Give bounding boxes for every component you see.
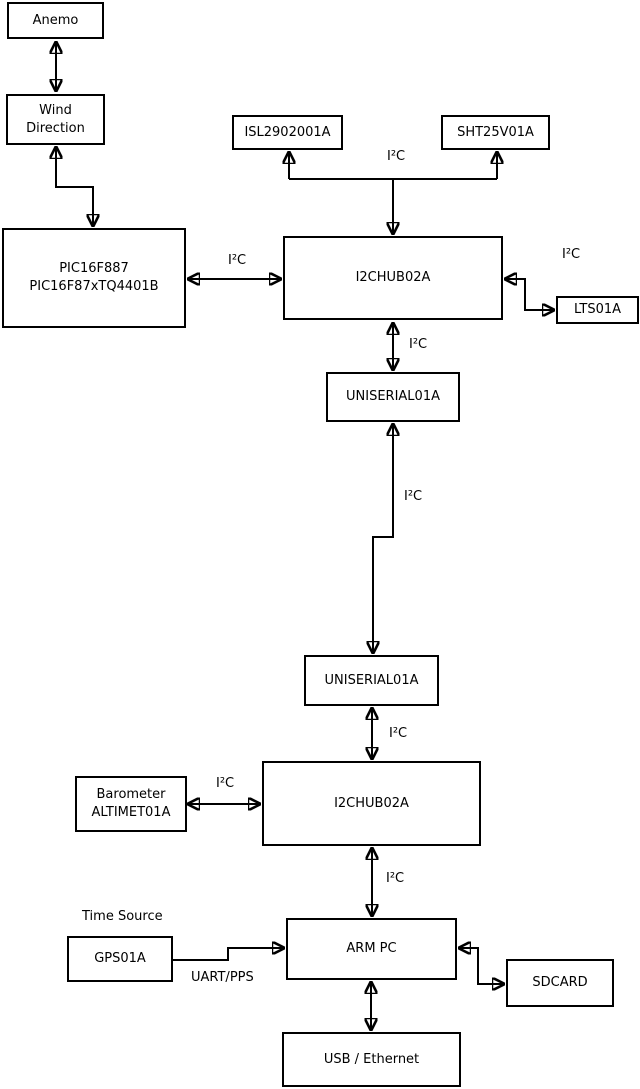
node-barometer-altimet01a-label: Barometer ALTIMET01A: [91, 787, 171, 820]
node-wind-direction: Wind Direction: [6, 94, 105, 145]
node-i2chub02a-bottom-label: I2CHUB02A: [334, 795, 409, 811]
node-sht25v01a-label: SHT25V01A: [457, 124, 534, 140]
label-i2c-hub2-armpc: I²C: [386, 871, 405, 886]
node-uniserial01a-upper: UNISERIAL01A: [326, 372, 460, 422]
label-i2c-baro-hub2: I²C: [216, 776, 235, 791]
edge-gps-armpc: [173, 948, 283, 961]
node-lts01a: LTS01A: [556, 296, 639, 324]
label-i2c-hub-lts: I²C: [562, 247, 581, 262]
node-isl2902001a-label: ISL2902001A: [244, 124, 331, 140]
label-i2c-long-link: I²C: [404, 489, 423, 504]
label-i2c-uniserial-hub2: I²C: [389, 726, 408, 741]
node-i2chub02a-bottom: I2CHUB02A: [262, 761, 481, 846]
node-barometer-altimet01a: Barometer ALTIMET01A: [75, 776, 187, 832]
node-anemo-label: Anemo: [32, 12, 79, 28]
node-gps01a: GPS01A: [67, 936, 173, 982]
label-i2c-bus-top: I²C: [387, 149, 406, 164]
node-arm-pc-label: ARM PC: [346, 941, 397, 957]
edge-armpc-sdcard: [460, 948, 503, 984]
node-i2chub02a-top-label: I2CHUB02A: [355, 270, 431, 286]
label-i2c-hub-uniserial: I²C: [409, 337, 428, 352]
node-pic16f887-label: PIC16F887 PIC16F87xTQ4401B: [29, 261, 159, 294]
node-sht25v01a: SHT25V01A: [441, 115, 550, 150]
edge-uniserial1-uniserial2: [373, 425, 393, 652]
node-wind-direction-label: Wind Direction: [26, 102, 85, 136]
label-uart-pps: UART/PPS: [191, 970, 254, 985]
node-i2chub02a-top: I2CHUB02A: [283, 236, 503, 320]
label-time-source: Time Source: [82, 909, 163, 924]
node-sdcard: SDCARD: [506, 959, 614, 1007]
node-arm-pc: ARM PC: [286, 918, 457, 980]
edge-winddirection-pic: [56, 148, 93, 225]
node-pic16f887: PIC16F887 PIC16F87xTQ4401B: [2, 228, 186, 328]
node-usb-ethernet: USB / Ethernet: [282, 1032, 461, 1087]
node-uniserial01a-upper-label: UNISERIAL01A: [346, 389, 440, 405]
label-i2c-pic-hub: I²C: [228, 253, 247, 268]
node-sdcard-label: SDCARD: [532, 975, 588, 991]
node-gps01a-label: GPS01A: [94, 951, 146, 967]
node-lts01a-label: LTS01A: [573, 302, 622, 318]
node-uniserial01a-lower: UNISERIAL01A: [304, 655, 439, 706]
node-uniserial01a-lower-label: UNISERIAL01A: [324, 672, 419, 688]
node-usb-ethernet-label: USB / Ethernet: [323, 1051, 420, 1067]
node-anemo: Anemo: [7, 2, 104, 39]
node-isl2902001a: ISL2902001A: [232, 115, 343, 150]
edge-i2chub-lts: [506, 279, 553, 310]
